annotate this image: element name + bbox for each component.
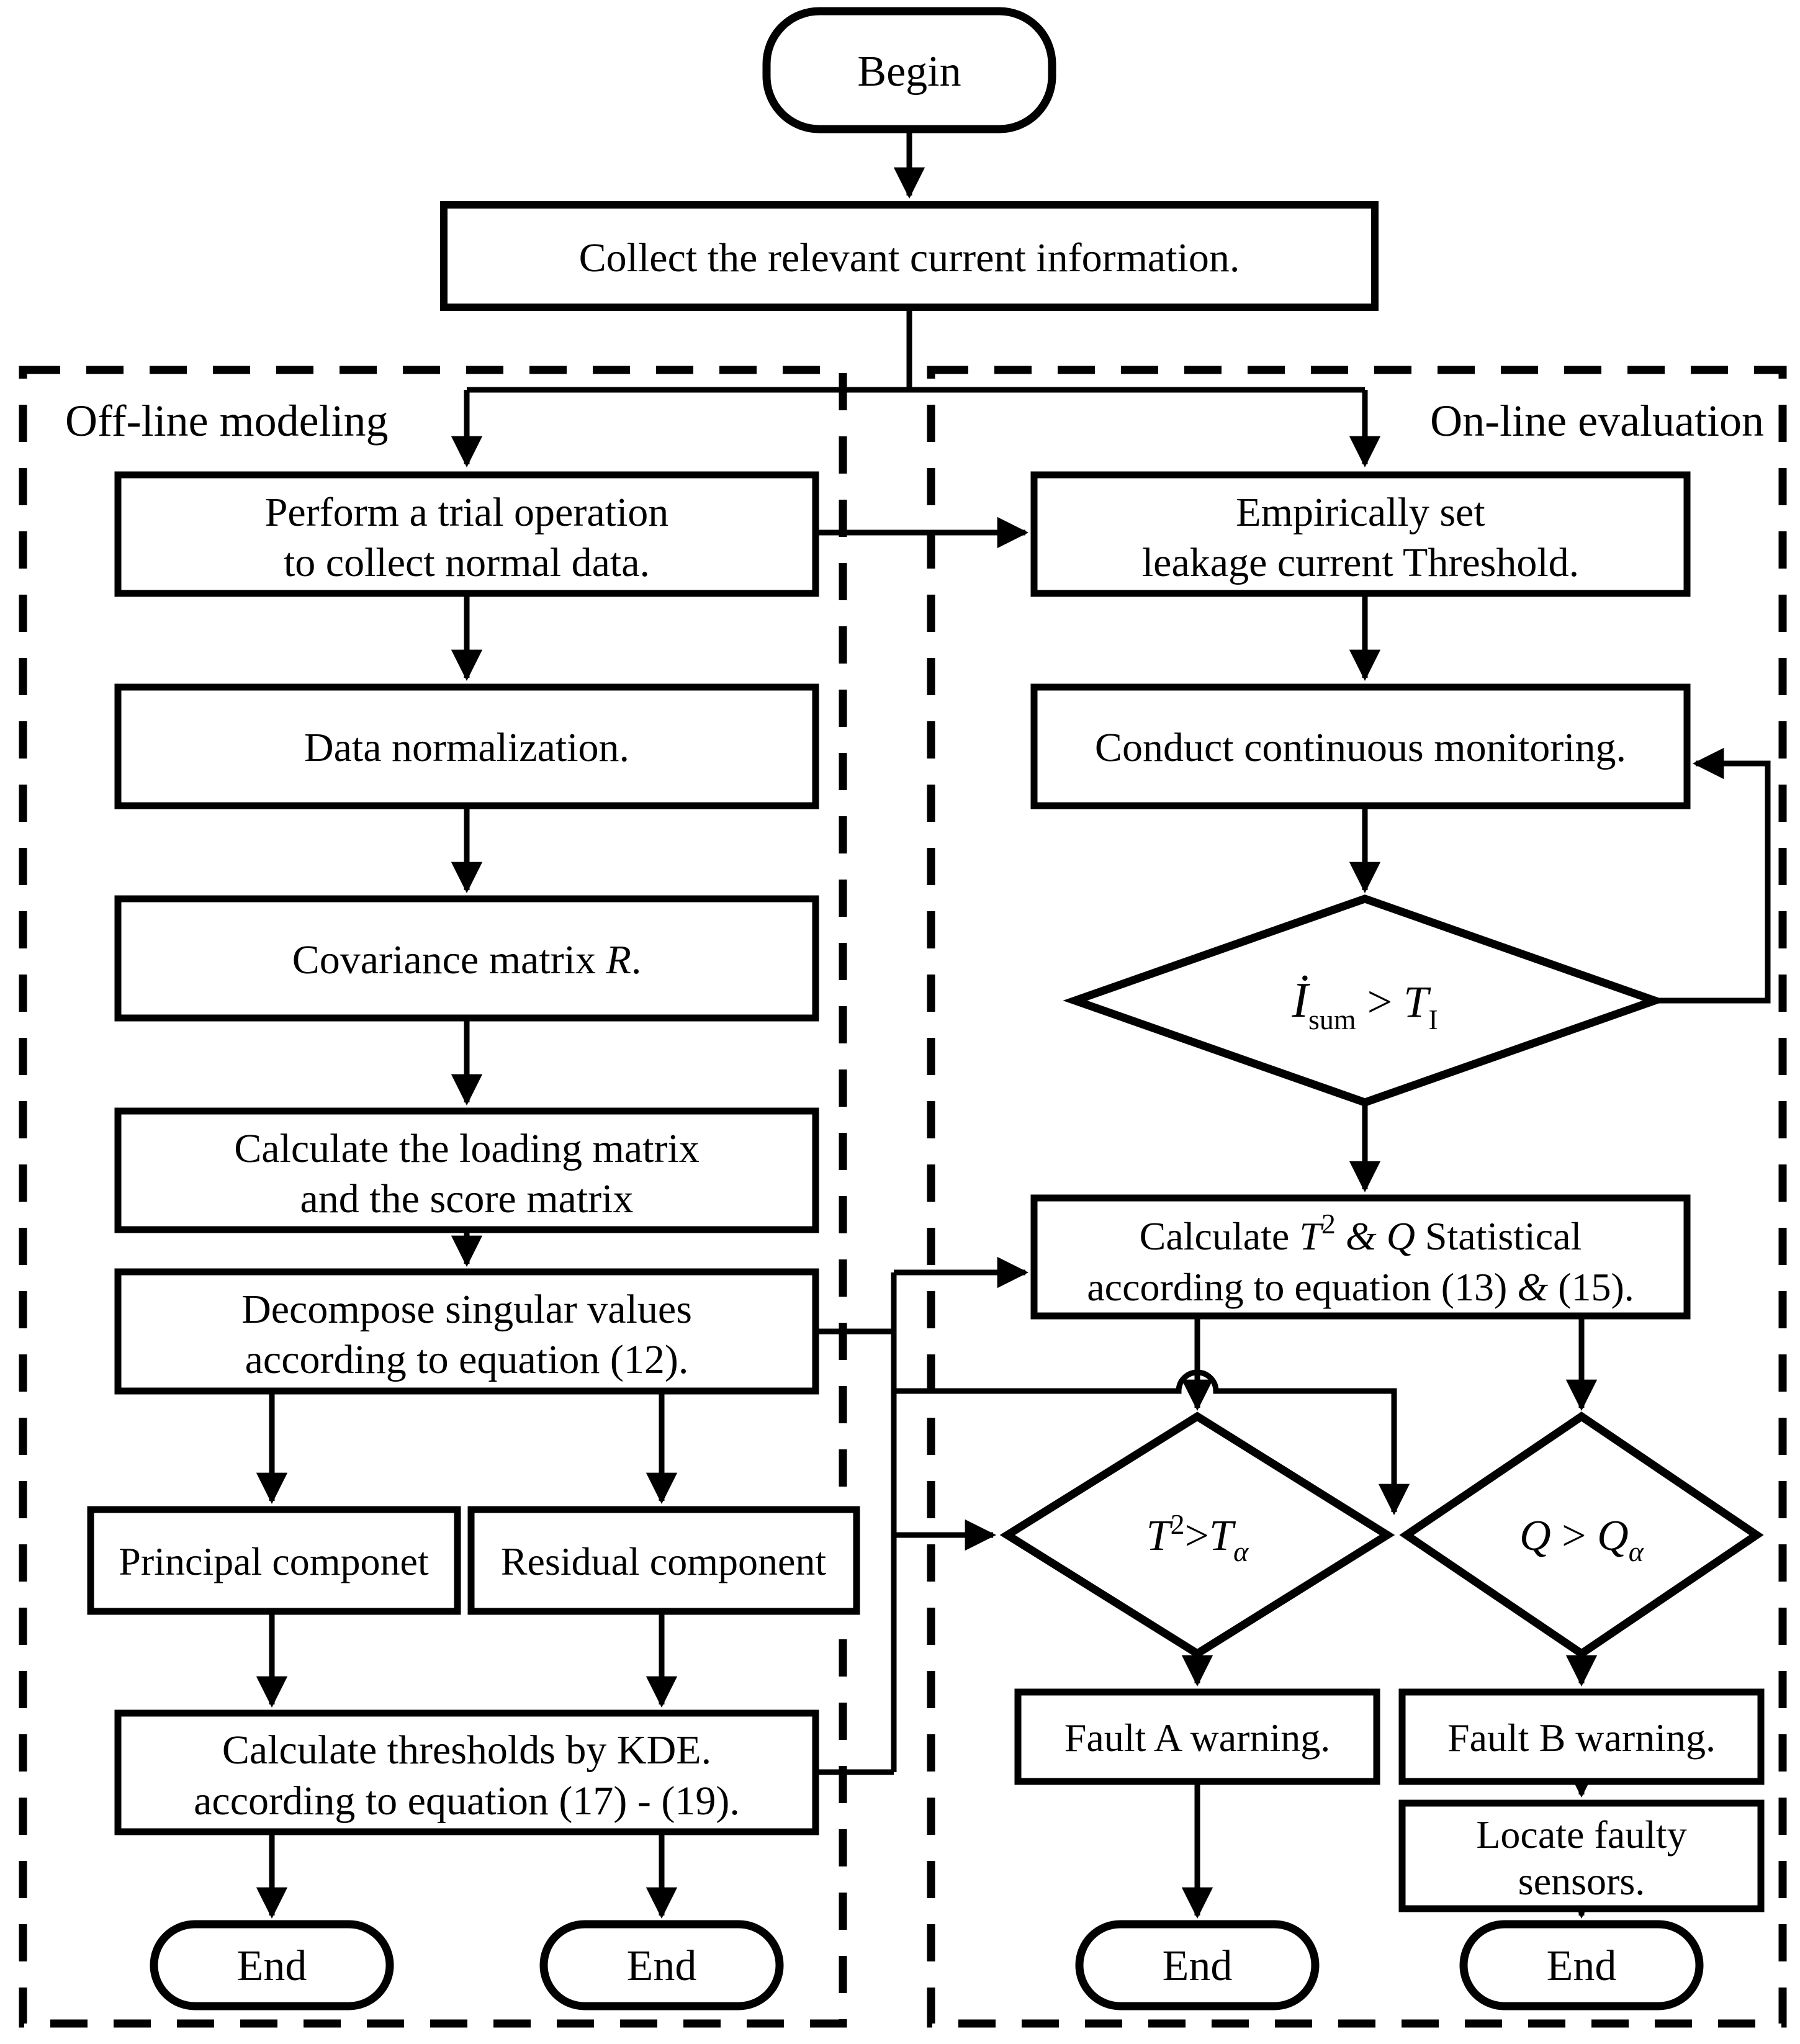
isum-var: İ bbox=[1291, 973, 1310, 1028]
calc-text-b: Statistical bbox=[1415, 1214, 1582, 1258]
empirically-box bbox=[1030, 471, 1691, 597]
isum-threshold-var: T bbox=[1403, 977, 1431, 1027]
fault-a-box bbox=[1014, 1688, 1380, 1785]
covariance-var-r: R bbox=[605, 937, 631, 983]
perform-label-line1: Perform a trial operation bbox=[265, 490, 669, 535]
covariance-period: . bbox=[631, 937, 642, 983]
kde-label-line2: according to equation (17) - (19). bbox=[194, 1778, 740, 1824]
empirically-label-line1: Empirically set bbox=[1236, 490, 1485, 535]
end-label-2: End bbox=[627, 1942, 697, 1990]
end-terminal-offline-2 bbox=[539, 1920, 784, 2010]
t2-var: T bbox=[1146, 1512, 1174, 1560]
principal-box bbox=[87, 1506, 461, 1615]
residual-box bbox=[467, 1506, 860, 1615]
kde-label-line1: Calculate thresholds by KDE. bbox=[222, 1727, 711, 1773]
calc-var-t: T bbox=[1299, 1214, 1324, 1258]
conduct-label: Conduct continuous monitoring. bbox=[1095, 725, 1626, 770]
perform-box bbox=[114, 471, 819, 597]
collect-label: Collect the relevant current information… bbox=[579, 235, 1240, 281]
calc-text-a: Calculate bbox=[1140, 1214, 1300, 1258]
residual-label: Residual component bbox=[501, 1539, 827, 1583]
isum-operator: > bbox=[1356, 977, 1404, 1027]
normalize-box bbox=[114, 683, 819, 809]
t2-threshold-subscript: α bbox=[1233, 1536, 1249, 1567]
isum-decision-label: İsum > TI bbox=[1291, 973, 1438, 1035]
loading-box bbox=[114, 1107, 819, 1233]
connector-isum-loop-conduct bbox=[1655, 747, 1771, 1004]
q-decision-diamond bbox=[1399, 1411, 1764, 1659]
decompose-label-line1: Decompose singular values bbox=[241, 1287, 692, 1332]
end-label-3: End bbox=[1163, 1942, 1233, 1990]
covariance-label: Covariance matrix R. bbox=[292, 937, 642, 983]
kde-box bbox=[114, 1709, 819, 1835]
t2-decision-label: T2>Tα bbox=[1146, 1508, 1249, 1567]
empirically-label-line2: leakage current Threshold. bbox=[1142, 540, 1579, 585]
q-decision-label: Q > Qα bbox=[1519, 1512, 1644, 1567]
covariance-box bbox=[114, 895, 819, 1022]
q-var: Q bbox=[1519, 1512, 1551, 1560]
end-terminal-online-2 bbox=[1459, 1920, 1704, 2010]
calc-statistics-line2: according to equation (13) & (15). bbox=[1087, 1265, 1634, 1309]
offline-region-frame bbox=[19, 366, 847, 2028]
end-label-4: End bbox=[1547, 1942, 1617, 1990]
principal-label: Principal componet bbox=[119, 1539, 429, 1583]
t2-threshold-var: T bbox=[1209, 1512, 1236, 1560]
online-region-label: On-line evaluation bbox=[1430, 396, 1764, 446]
calc-var-q: Q bbox=[1387, 1214, 1415, 1258]
decompose-label-line2: according to equation (12). bbox=[245, 1337, 689, 1382]
calc-superscript: 2 bbox=[1321, 1208, 1336, 1240]
locate-label-line1: Locate faulty bbox=[1476, 1812, 1686, 1857]
isum-subscript: sum bbox=[1308, 1004, 1356, 1035]
offline-region-label: Off-line modeling bbox=[65, 396, 389, 446]
decompose-box bbox=[114, 1268, 819, 1395]
q-threshold-var: Q bbox=[1597, 1512, 1629, 1560]
end-terminal-online-1 bbox=[1075, 1920, 1320, 2010]
covariance-text: Covariance matrix bbox=[292, 937, 606, 983]
calc-statistics-box bbox=[1030, 1194, 1691, 1320]
connector-bus-diamond-junction bbox=[894, 1369, 1410, 1516]
isum-threshold-subscript: I bbox=[1428, 1004, 1438, 1035]
conduct-box bbox=[1030, 683, 1691, 809]
calc-line2-ampersand: & bbox=[1517, 1265, 1548, 1309]
isum-decision-diamond bbox=[1063, 894, 1667, 1107]
loading-label-line1: Calculate the loading matrix bbox=[234, 1126, 700, 1171]
perform-label-line2: to collect normal data. bbox=[284, 540, 650, 585]
t2-superscript: 2 bbox=[1171, 1508, 1185, 1540]
end-terminal-offline-1 bbox=[150, 1920, 394, 2010]
calc-line2-b: (15). bbox=[1548, 1265, 1634, 1309]
calc-statistics-line1: Calculate T2 & Q Statistical bbox=[1140, 1208, 1582, 1258]
fault-b-box bbox=[1398, 1688, 1765, 1785]
t2-operator: > bbox=[1185, 1512, 1209, 1560]
begin-terminal bbox=[762, 7, 1056, 133]
begin-label: Begin bbox=[857, 48, 961, 96]
fault-b-label: Fault B warning. bbox=[1447, 1716, 1716, 1760]
locate-label-line2: sensors. bbox=[1518, 1859, 1645, 1903]
normalize-label: Data normalization. bbox=[304, 725, 629, 770]
q-threshold-subscript: α bbox=[1629, 1536, 1644, 1567]
collect-box bbox=[440, 201, 1379, 311]
online-region-frame bbox=[927, 366, 1787, 2028]
calc-line2-a: according to equation (13) bbox=[1087, 1265, 1517, 1309]
end-label-1: End bbox=[237, 1942, 307, 1990]
loading-label-line2: and the score matrix bbox=[300, 1176, 634, 1222]
calc-ampersand: & bbox=[1336, 1214, 1387, 1258]
fault-a-label: Fault A warning. bbox=[1064, 1716, 1330, 1760]
q-operator: > bbox=[1551, 1512, 1597, 1560]
t2-decision-diamond bbox=[999, 1411, 1395, 1659]
locate-box bbox=[1398, 1799, 1765, 1912]
